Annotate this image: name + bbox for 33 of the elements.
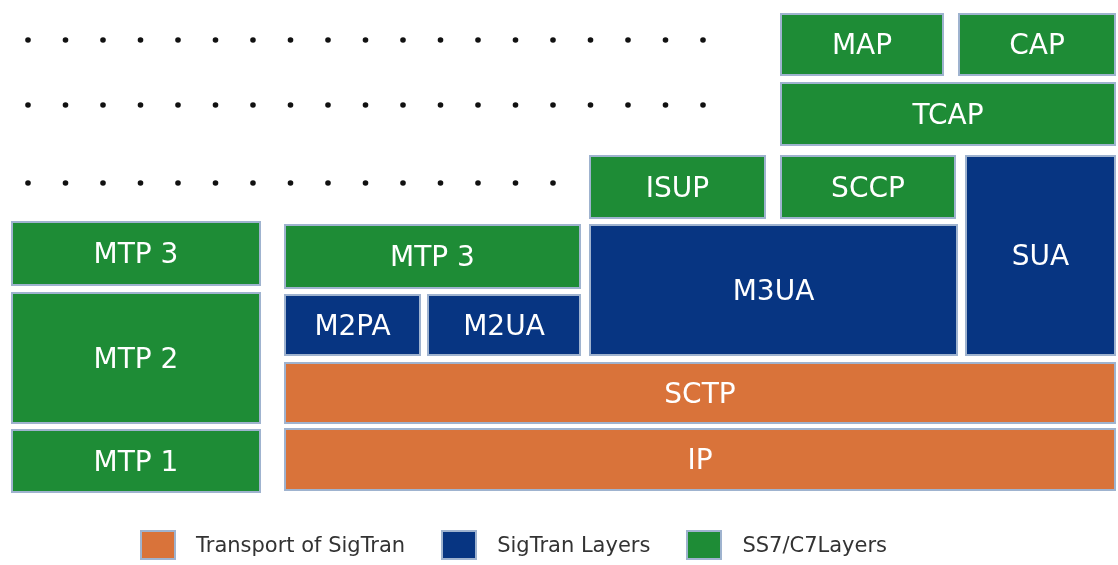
protocol-layer — [284, 362, 1116, 424]
protocol-layer — [284, 224, 581, 289]
layer-label: TCAP — [912, 97, 984, 131]
protocol-layer — [11, 221, 261, 286]
protocol-layer — [780, 82, 1116, 146]
layer-label: CAP — [1009, 28, 1065, 61]
layer-label: M2PA — [314, 308, 391, 342]
legend-label: SigTran Layers — [497, 533, 651, 557]
protocol-layer — [589, 155, 766, 219]
layer-label: M2UA — [463, 308, 545, 342]
legend-label: Transport of SigTran — [196, 533, 406, 557]
layer-label: SCTP — [664, 376, 736, 410]
protocol-layer — [958, 13, 1116, 76]
layer-label: SUA — [1011, 239, 1070, 272]
layer-label: ISUP — [645, 170, 710, 204]
legend-label: SS7/C7Layers — [742, 533, 888, 557]
protocol-layer — [589, 224, 958, 356]
layer-label: MTP 1 — [93, 444, 179, 478]
protocol-layer — [284, 428, 1116, 491]
layer-label: IP — [687, 443, 713, 476]
layer-label: MAP — [831, 28, 893, 61]
protocol-layer — [11, 429, 261, 493]
protocol-layer — [780, 155, 956, 219]
layer-label: MTP 3 — [390, 240, 475, 273]
protocol-layer — [965, 155, 1116, 356]
layer-label: MTP 3 — [93, 237, 179, 270]
protocol-layer — [11, 292, 261, 424]
protocol-layer — [427, 294, 581, 356]
protocol-layer — [780, 13, 944, 76]
layer-label: M3UA — [732, 273, 815, 307]
layer-label: MTP 2 — [93, 341, 179, 375]
layer-label: SCCP — [831, 170, 905, 204]
protocol-layer — [284, 294, 421, 356]
